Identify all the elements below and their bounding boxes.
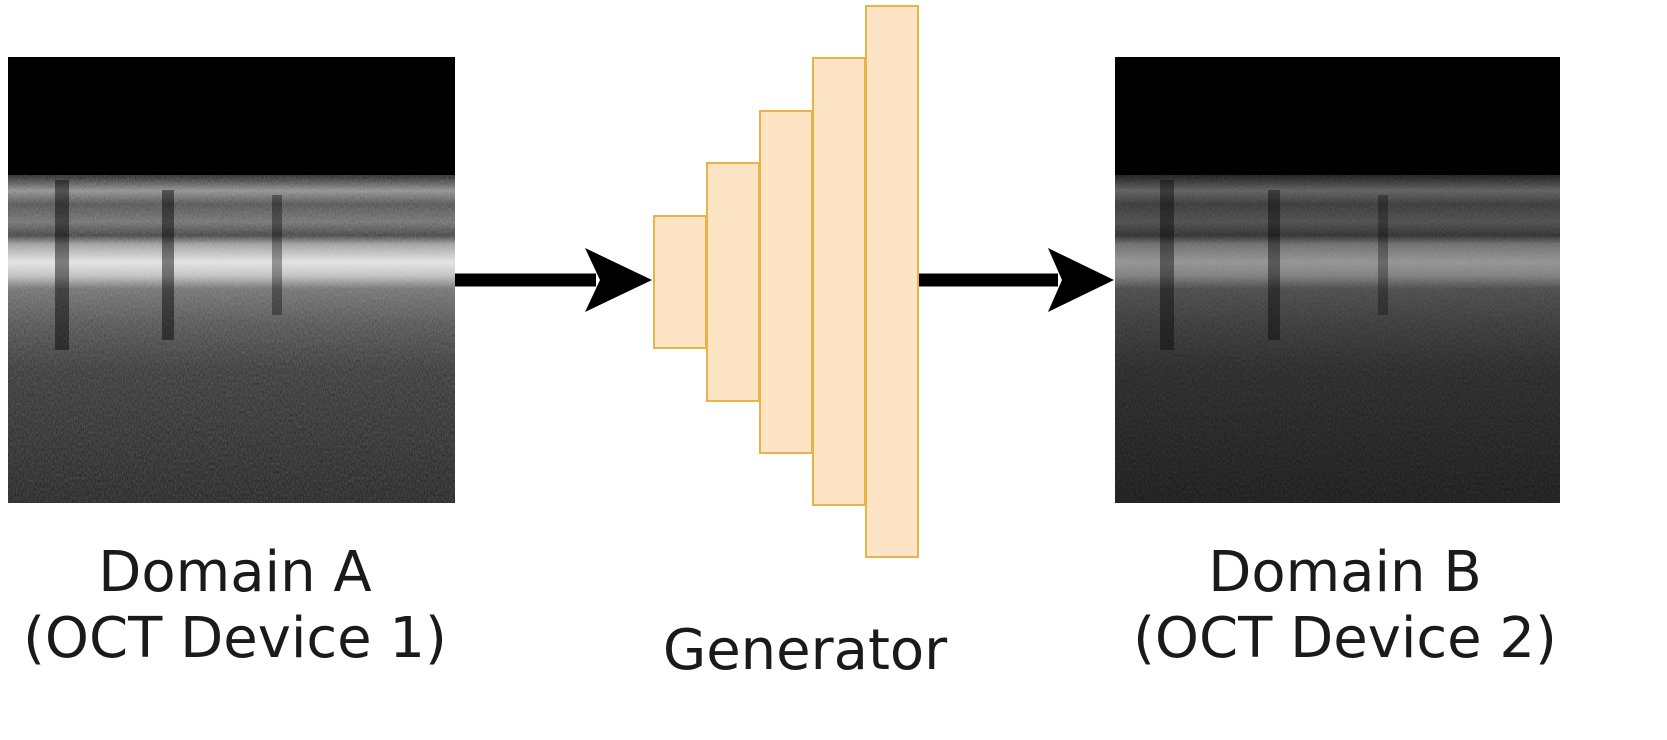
generator-label: Generator <box>662 618 948 683</box>
generator-layer-1 <box>653 215 707 349</box>
domain-b-title: Domain B <box>1208 540 1482 605</box>
domain-a-title: Domain A <box>98 540 372 605</box>
arrow-input <box>455 248 652 312</box>
domain-b-subtitle: (OCT Device 2) <box>1133 606 1557 671</box>
arrow-output <box>918 248 1114 312</box>
generator-layer-5 <box>865 5 919 558</box>
generator-layer-4 <box>812 57 866 506</box>
domain-a-subtitle: (OCT Device 1) <box>23 606 447 671</box>
generator-layer-3 <box>759 110 813 454</box>
generator-network <box>653 5 919 558</box>
oct-image-domain-a <box>8 57 455 503</box>
generator-layer-2 <box>706 162 760 402</box>
domain-a-caption: Domain A (OCT Device 1) <box>0 540 470 672</box>
oct-image-domain-b <box>1115 57 1560 503</box>
domain-b-caption: Domain B (OCT Device 2) <box>1115 540 1575 672</box>
generator-caption: Generator <box>640 618 970 684</box>
